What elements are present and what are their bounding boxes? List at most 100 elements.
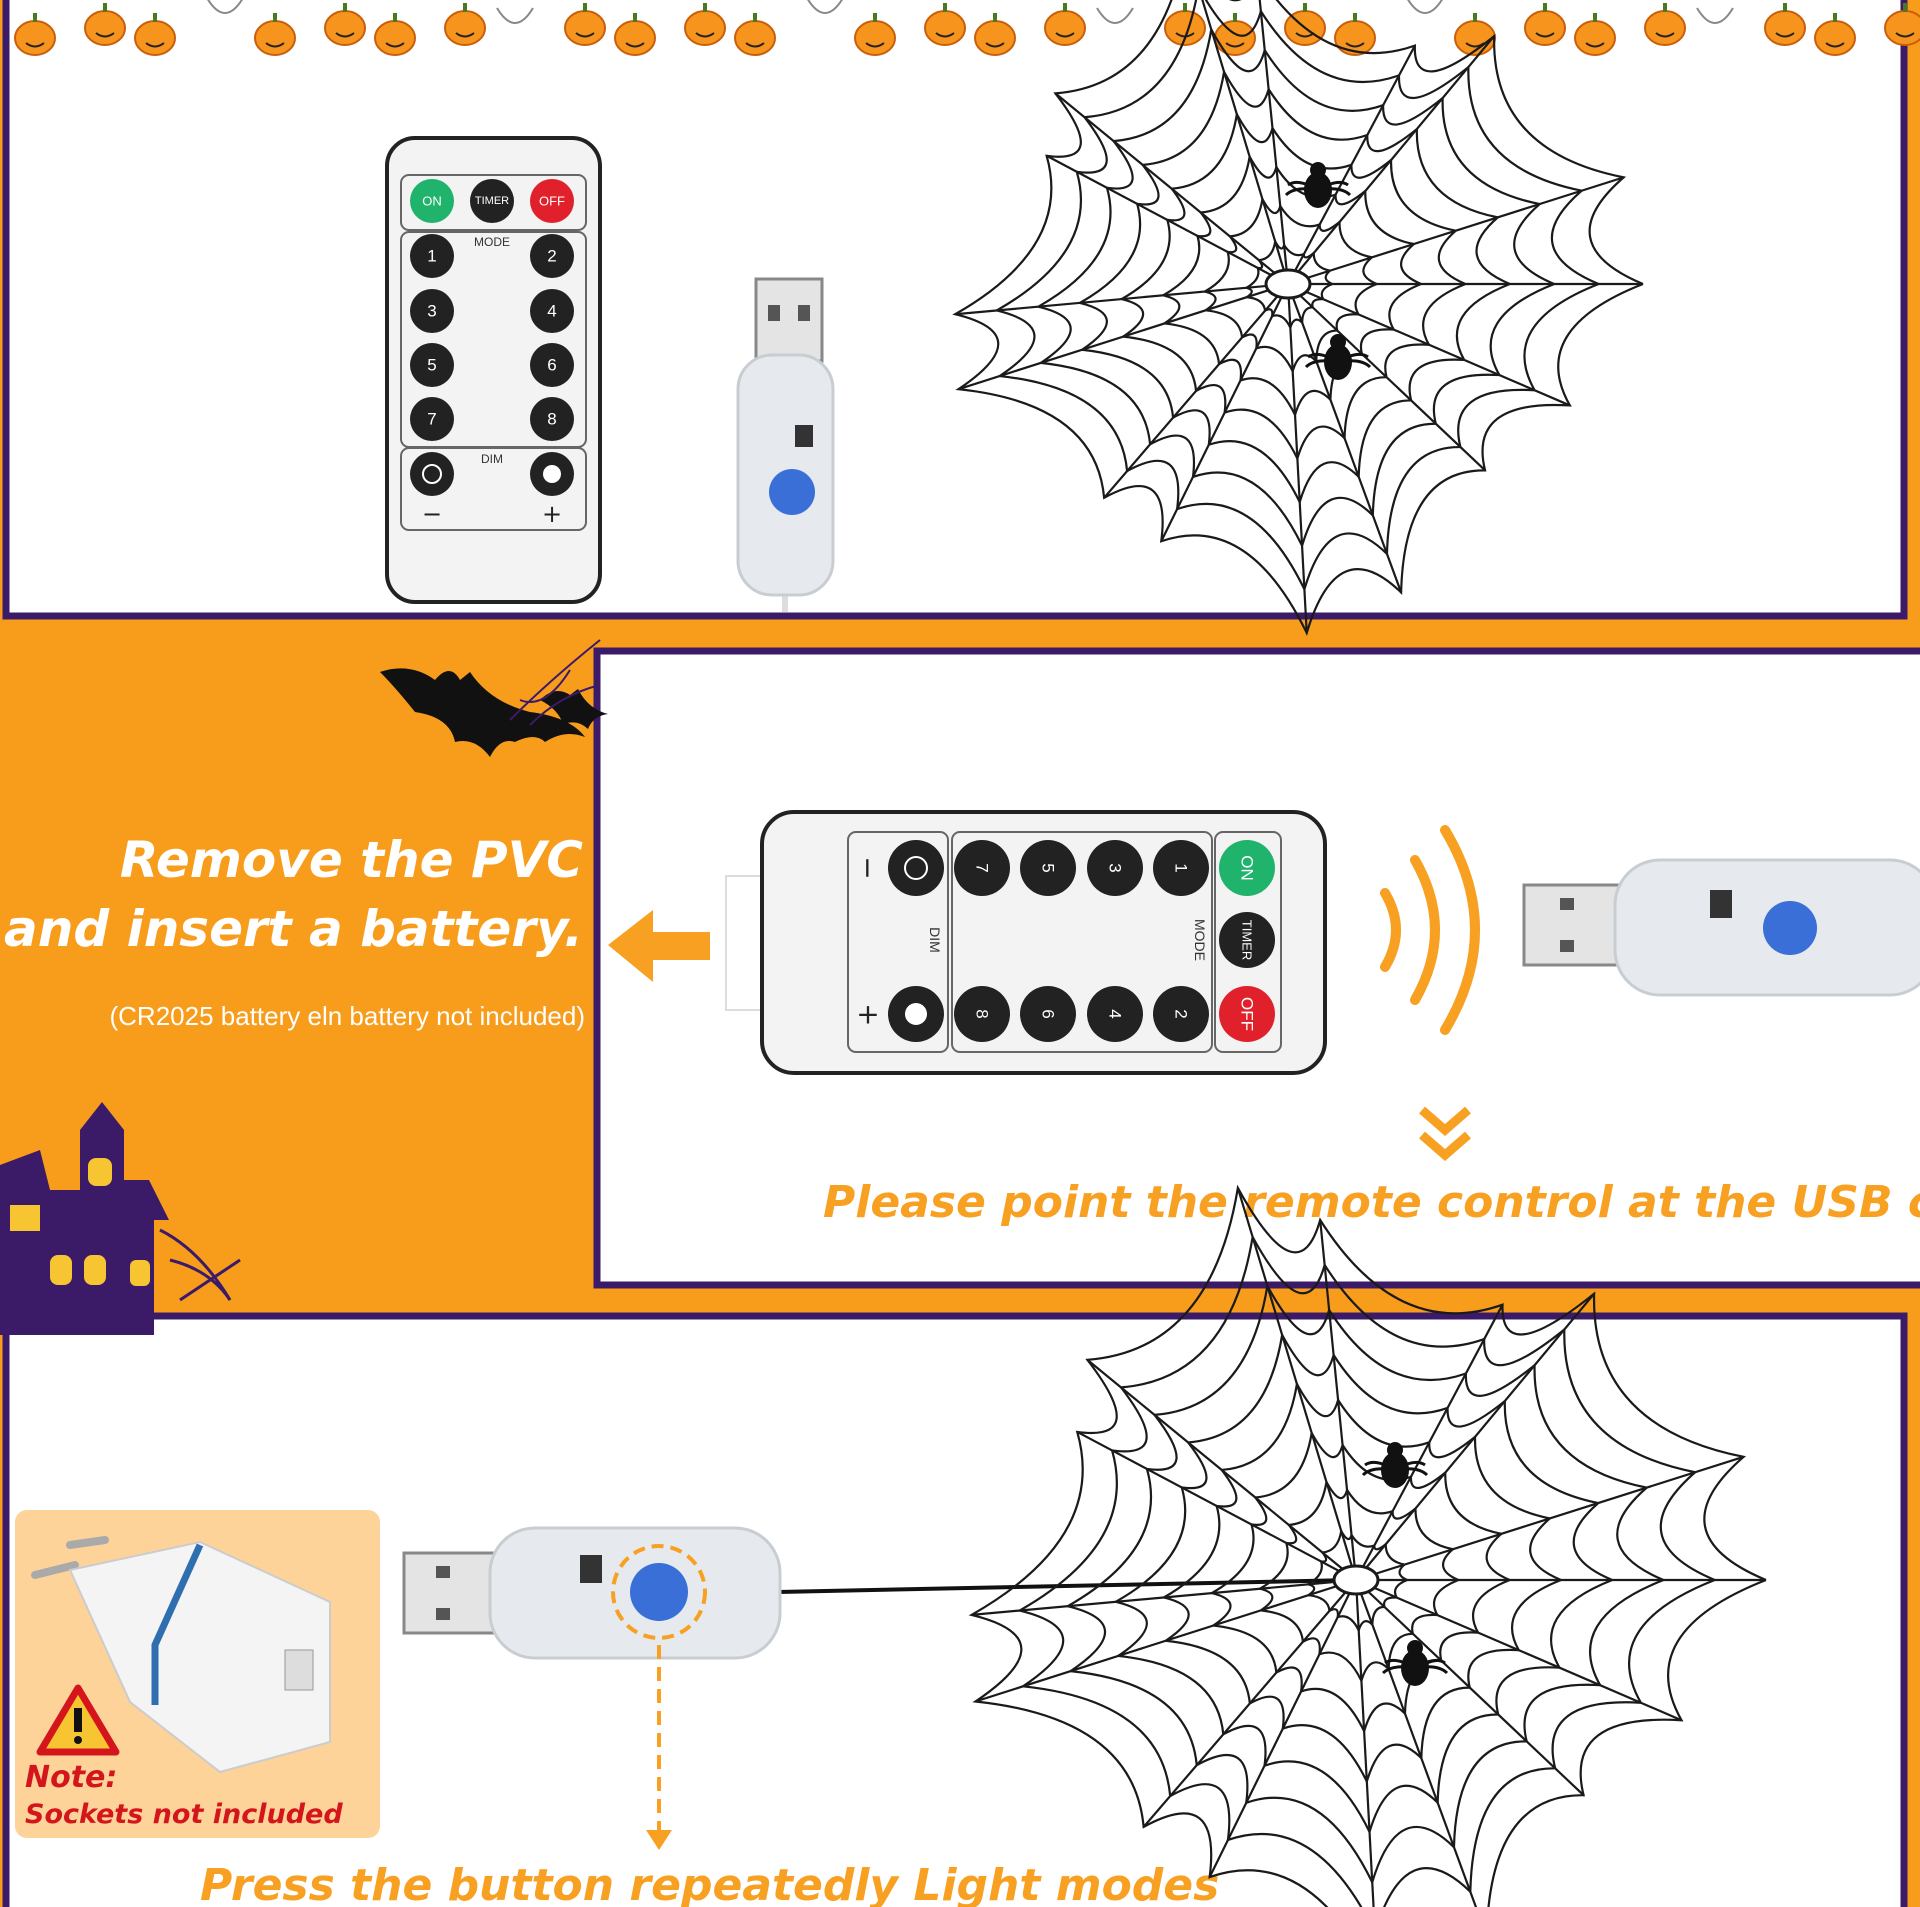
pumpkin-stem [1233, 13, 1237, 22]
number-button [410, 397, 454, 441]
pumpkin-face [1535, 32, 1555, 38]
usb-controller-icon [1522, 858, 1920, 997]
spider-icon [1284, 162, 1352, 208]
number-button [1020, 986, 1076, 1042]
timer-button [470, 179, 514, 223]
pumpkin-stem [393, 13, 397, 22]
pumpkin-face [335, 32, 355, 38]
pumpkin-face [745, 42, 765, 48]
number-label: 5 [1039, 863, 1058, 872]
pumpkin-stem [1543, 3, 1547, 12]
pumpkin-stem [1783, 3, 1787, 12]
usb-mode-button[interactable] [630, 1563, 688, 1621]
pumpkin-face [695, 32, 715, 38]
minus-label: − [852, 856, 885, 879]
pumpkin-icon [374, 20, 416, 56]
arrow-down-icon [646, 1645, 672, 1850]
pumpkin-garland [14, 0, 1920, 56]
web-ring [952, 0, 1644, 636]
number-button [410, 289, 454, 333]
pumpkin-icon [1644, 10, 1686, 46]
number-button [530, 397, 574, 441]
usb-controller-icon [402, 1526, 782, 1660]
pumpkin-icon [854, 20, 896, 56]
pumpkin-icon [924, 10, 966, 46]
ghost-icon [207, 0, 243, 14]
dim-label: DIM [927, 927, 943, 953]
web-ring [993, 0, 1600, 593]
pumpkin-stem [703, 3, 707, 12]
pumpkin-stem [153, 13, 157, 22]
pumpkin-face [1055, 32, 1075, 38]
number-label: 7 [427, 410, 436, 429]
usb-mode-button [1763, 901, 1817, 955]
number-label: 3 [1106, 863, 1125, 872]
pumpkin-icon [1574, 20, 1616, 56]
plus-label: + [856, 998, 879, 1031]
pumpkin-icon [324, 10, 366, 46]
pumpkin-stem [343, 3, 347, 12]
arrow-left-icon [608, 910, 710, 982]
number-label: 3 [427, 302, 436, 321]
sun-icon [543, 465, 561, 483]
note-text: Sockets not included [25, 1799, 343, 1830]
number-button [1087, 840, 1143, 896]
pumpkin-icon [1764, 10, 1806, 46]
pumpkin-face [385, 42, 405, 48]
pumpkin-stem [103, 3, 107, 12]
pumpkin-icon [1814, 20, 1856, 56]
pumpkin-face [1895, 32, 1915, 38]
timer-button [1219, 912, 1275, 968]
chevron-double-down-icon [1419, 1106, 1471, 1161]
web-center [1264, 268, 1312, 300]
pumpkin-icon [1334, 20, 1376, 56]
pumpkin-stem [1063, 3, 1067, 12]
web-ring [1160, 1380, 1562, 1785]
pumpkin-face [935, 32, 955, 38]
pumpkin-icon [444, 10, 486, 46]
pumpkin-stem [633, 13, 637, 22]
on-label: ON [1238, 855, 1257, 881]
ghost-icon [807, 0, 843, 14]
signal-waves-icon [1380, 825, 1480, 1035]
pumpkin-face [1225, 42, 1245, 48]
web-ring [1256, 1478, 1459, 1684]
pumpkin-face [1345, 42, 1365, 48]
pumpkin-face [1585, 42, 1605, 48]
step1-title-line1: Remove the PVC [120, 831, 583, 889]
number-button [954, 840, 1010, 896]
pumpkin-stem [943, 3, 947, 12]
pumpkin-icon [684, 10, 726, 46]
plus-label: + [542, 500, 562, 528]
web-ring [1112, 1331, 1613, 1835]
timer-label: TIMER [1240, 920, 1255, 960]
step1-title-line2: astic and insert a battery. [0, 900, 583, 958]
pumpkin-stem [1593, 13, 1597, 22]
number-button [530, 343, 574, 387]
ghost-icon [1407, 0, 1443, 14]
pumpkin-face [575, 32, 595, 38]
spider-icon [1361, 1442, 1429, 1488]
note-label: Note: [25, 1760, 117, 1795]
pumpkin-face [95, 32, 115, 38]
web-ring [1305, 1527, 1408, 1634]
spider-web-icon [952, 0, 1644, 636]
number-label: 1 [1172, 863, 1191, 872]
web-center [1332, 1564, 1380, 1596]
pumpkin-stem [753, 13, 757, 22]
pumpkin-stem [1183, 3, 1187, 12]
dim-down-button [888, 840, 944, 896]
off-label: OFF [539, 194, 565, 209]
number-button [1153, 840, 1209, 896]
pumpkin-stem [273, 13, 277, 22]
pumpkin-face [865, 42, 885, 48]
pumpkin-icon [1214, 20, 1256, 56]
pumpkin-stem [463, 3, 467, 12]
pumpkin-stem [1833, 13, 1837, 22]
number-button [1153, 986, 1209, 1042]
number-button [410, 234, 454, 278]
top-panel [2, 0, 1908, 620]
number-label: 8 [547, 410, 556, 429]
spider-web-icon [968, 1184, 1767, 1907]
